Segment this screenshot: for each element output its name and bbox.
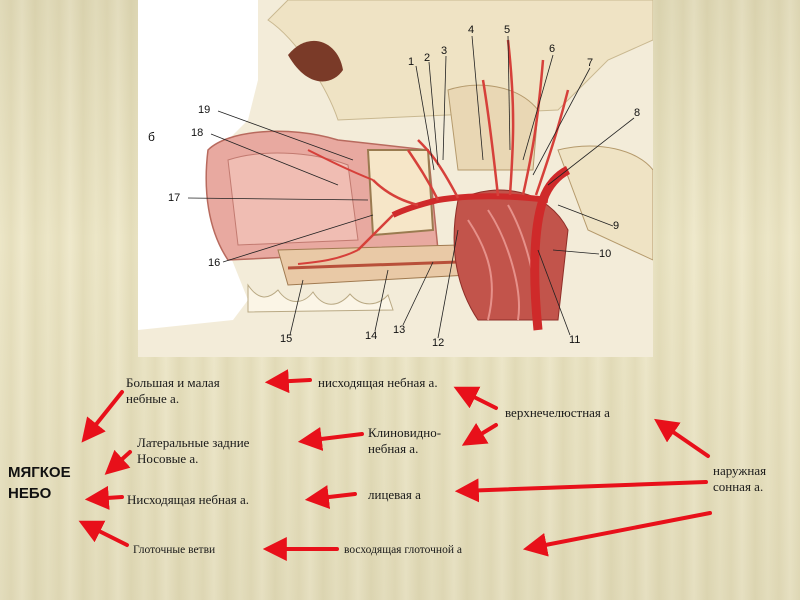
- label-num-15: 15: [280, 333, 293, 345]
- arrow-sphenopalatine-to-lateral: [297, 427, 364, 451]
- label-num-5: 5: [504, 24, 511, 36]
- greater-lesser-palatine-label: Большая и малая небные а.: [126, 375, 220, 406]
- pharyngeal-branches-label: Глоточные ветви: [133, 544, 216, 556]
- label-num-4: 4: [468, 24, 475, 36]
- sphenopalatine-label: Клиновидно- небная а.: [368, 425, 442, 456]
- label-num-12: 12: [432, 337, 445, 349]
- arrow-greater-to-soft-palate: [81, 390, 124, 443]
- arrow-maxillary-to-descending: [453, 386, 498, 410]
- arrow-descending-to-greater: [264, 369, 312, 394]
- arrow-pharyngeal-to-soft-palate: [78, 520, 129, 547]
- soft-palate-label: МЯГКОЕ НЕБО: [8, 464, 71, 502]
- facial-artery-label: лицевая а: [368, 487, 421, 502]
- arrow-facial-to-descending-mid: [304, 485, 357, 509]
- label-num-11: 11: [569, 334, 581, 346]
- arrow-descending-mid-to-soft-palate: [84, 485, 124, 510]
- label-num-3: 3: [441, 45, 448, 57]
- external-carotid-label: наружная сонная а.: [713, 463, 767, 494]
- label-num-18: 18: [191, 127, 204, 139]
- ascending-pharyngeal-label: восходящая глоточной а: [344, 544, 462, 556]
- arrow-carotid-to-facial: [454, 478, 708, 503]
- arrow-carotid-to-ascending-pharyngeal: [522, 511, 712, 557]
- anatomy-figure: б 1 2 3 4 5 6 7 8 9 10 11 12 13 14 15 16…: [138, 0, 653, 357]
- label-num-7: 7: [587, 57, 594, 69]
- arrow-maxillary-to-sphenopalatine: [461, 423, 498, 446]
- descending-palatine-top-label: нисходящая небная а.: [318, 375, 438, 390]
- label-num-6: 6: [549, 43, 556, 55]
- label-num-19: 19: [198, 104, 211, 116]
- anatomy-drawing: [138, 0, 653, 357]
- label-num-13: 13: [393, 324, 406, 336]
- descending-palatine-mid-label: Нисходящая небная а.: [127, 492, 249, 507]
- label-num-16: 16: [208, 257, 221, 269]
- label-num-10: 10: [599, 248, 612, 260]
- label-num-17: 17: [168, 192, 181, 204]
- lateral-posterior-nasal-label: Латеральные задние Носовые а.: [137, 435, 250, 466]
- label-num-2: 2: [424, 52, 431, 64]
- label-num-1: 1: [408, 56, 415, 68]
- arrow-carotid-to-maxillary: [654, 418, 710, 458]
- label-num-8: 8: [634, 107, 641, 119]
- label-num-14: 14: [365, 330, 378, 342]
- arrow-lateral-to-soft-palate: [104, 449, 132, 475]
- label-num-9: 9: [613, 220, 620, 232]
- figure-letter: б: [148, 130, 155, 144]
- maxillary-artery-label: верхнечелюстная а: [505, 405, 610, 420]
